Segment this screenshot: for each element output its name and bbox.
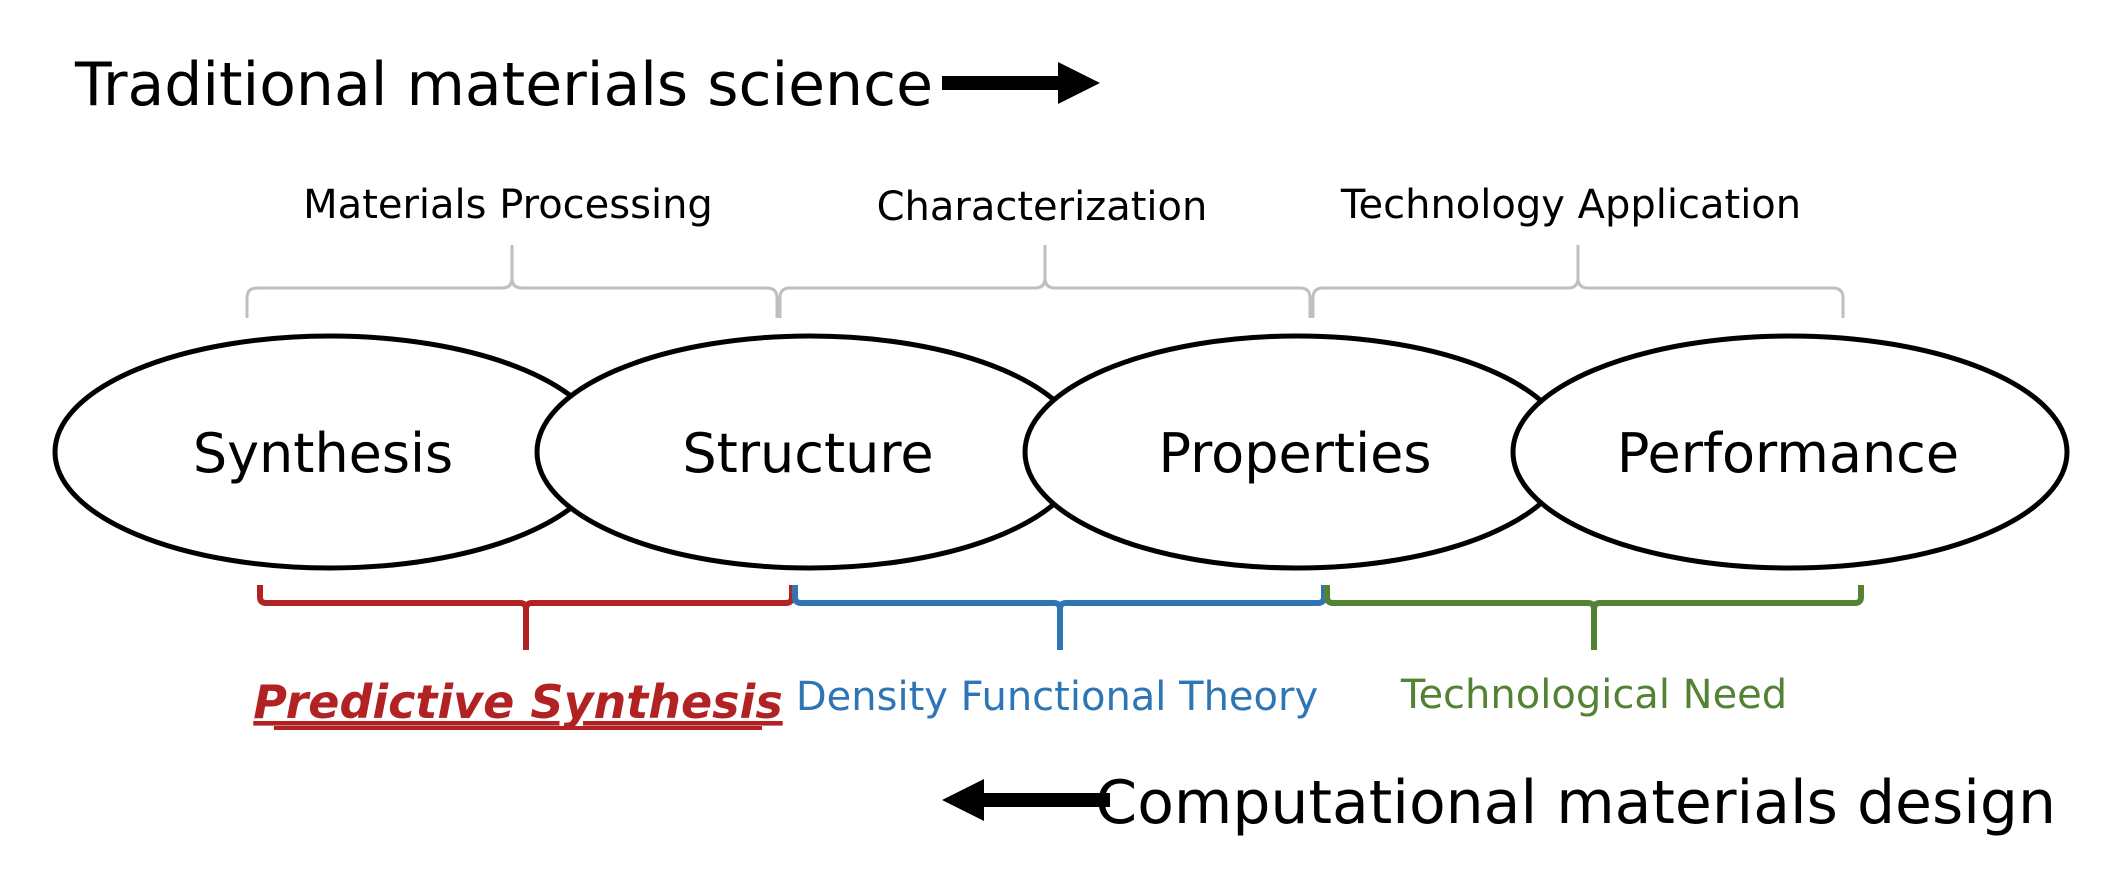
brace-density-functional-theory	[792, 585, 1327, 650]
node-ellipses	[52, 333, 2070, 571]
label-technology-application: Technology Application	[1340, 182, 1801, 228]
label-density-functional-theory: Density Functional Theory	[796, 674, 1318, 720]
brace-characterization	[778, 245, 1312, 318]
arrow-right-icon	[942, 62, 1100, 104]
node-synthesis: Synthesis	[193, 422, 453, 485]
top-braces	[245, 245, 1845, 318]
label-materials-processing: Materials Processing	[303, 182, 713, 228]
node-properties: Properties	[1159, 422, 1432, 485]
title-computational: Computational materials design	[1095, 768, 2056, 838]
arrow-left-icon	[942, 779, 1110, 821]
brace-predictive-synthesis	[257, 585, 795, 650]
brace-technological-need	[1324, 585, 1864, 650]
brace-materials-processing	[245, 245, 779, 318]
label-technological-need: Technological Need	[1400, 672, 1787, 718]
label-predictive-synthesis: Predictive Synthesis	[253, 675, 782, 729]
label-characterization: Characterization	[877, 184, 1208, 230]
ellipse-performance	[1510, 333, 2070, 571]
node-performance: Performance	[1617, 422, 1959, 485]
title-traditional: Traditional materials science	[74, 50, 933, 120]
node-structure: Structure	[682, 422, 933, 485]
brace-technology-application	[1311, 245, 1845, 318]
